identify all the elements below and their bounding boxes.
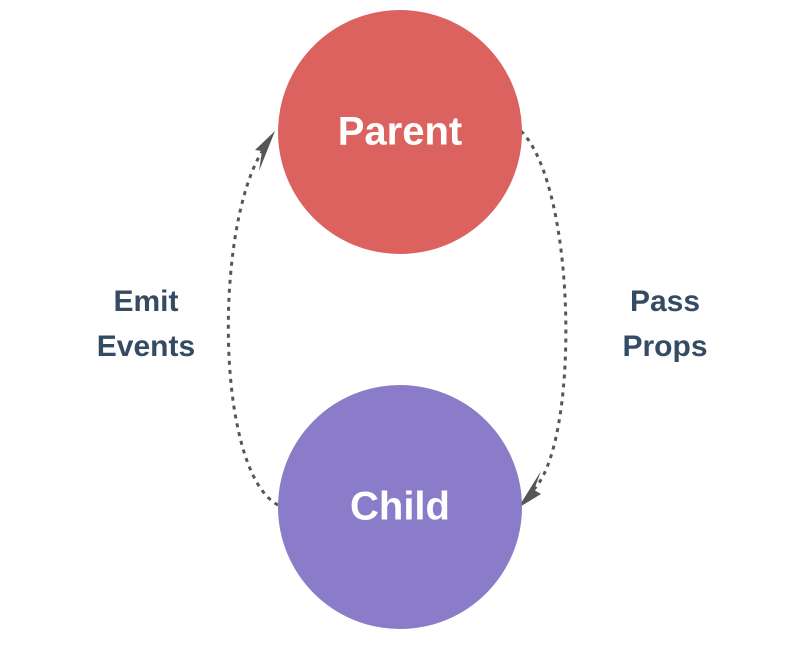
node-child[interactable]: Child — [278, 385, 522, 629]
emit-events-arc — [226, 142, 279, 507]
emit-events-arrowhead-icon — [255, 131, 275, 171]
emit-events-label-line1: Emit — [113, 285, 178, 318]
node-parent[interactable]: Parent — [278, 10, 522, 254]
pass-props-label-line2: Props — [622, 330, 707, 363]
emit-events-label-line2: Events — [97, 330, 195, 363]
pass-props-arrowhead-icon — [518, 471, 541, 508]
edge-emit-events — [226, 131, 279, 507]
parent-circle[interactable] — [278, 10, 522, 254]
edge-pass-props — [518, 129, 568, 508]
child-label: Child — [350, 485, 450, 529]
pass-props-label-line1: Pass — [630, 285, 700, 318]
edge-label-emit-events: Emit Events — [97, 285, 195, 363]
edge-label-pass-props: Pass Props — [622, 285, 707, 363]
parent-label: Parent — [338, 110, 463, 154]
child-circle[interactable] — [278, 385, 522, 629]
pass-props-arc — [519, 129, 568, 494]
